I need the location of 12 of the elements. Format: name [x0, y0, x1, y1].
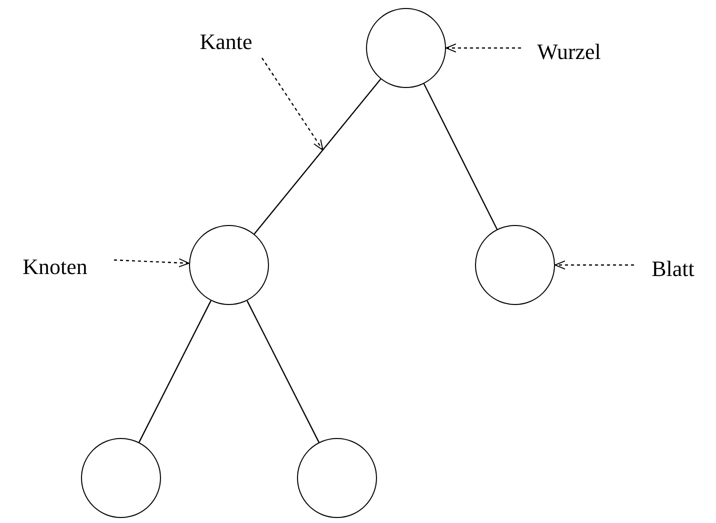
tree-edge [138, 300, 212, 443]
leader-line [262, 58, 324, 150]
tree-edge [254, 78, 382, 234]
leader-line [446, 44, 521, 52]
callout-label: Kante [200, 29, 252, 55]
tree-edge [423, 83, 498, 230]
tree-edge [246, 300, 320, 443]
leader-line [114, 258, 190, 268]
callout-label: Wurzel [537, 39, 601, 65]
leader-line [554, 260, 634, 270]
callout-label: Knoten [22, 254, 88, 280]
callout-label: Blatt [652, 256, 694, 282]
